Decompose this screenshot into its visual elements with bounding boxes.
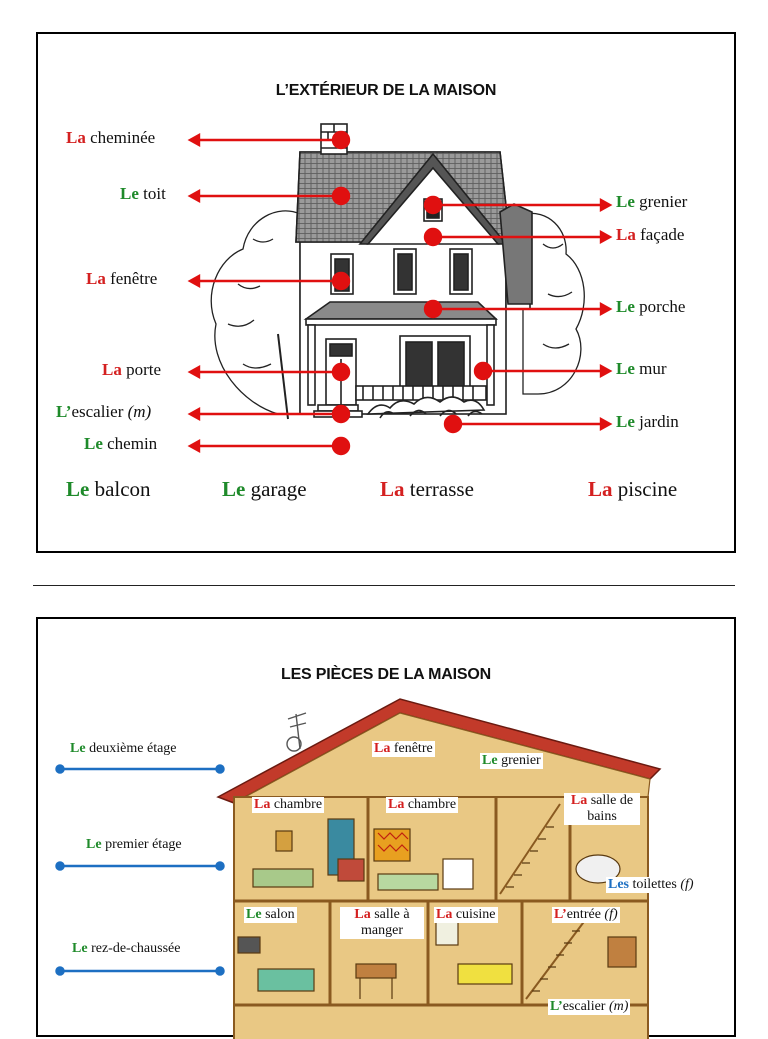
floor-label-deuxieme: Le deuxième étage: [70, 741, 177, 756]
arrow-toit: [187, 186, 351, 206]
floor-line-1: [55, 861, 225, 871]
floor-line-0: [55, 966, 225, 976]
room-label-escalier: L’escalier (m): [548, 999, 631, 1015]
interior-title: LES PIÈCES DE LA MAISON: [281, 666, 491, 683]
arrow-mur: [473, 361, 613, 381]
word-balcon: Le balcon: [66, 477, 151, 501]
floor-line-2: [55, 764, 225, 774]
arrow-grenier: [423, 195, 613, 215]
label-porche: Le porche: [616, 297, 686, 316]
label-grenier: Le grenier: [616, 192, 688, 211]
label-chemin: Le chemin: [84, 434, 158, 453]
label-fenetre: La fenêtre: [86, 269, 158, 288]
antenna: [286, 712, 307, 752]
room-label-entree: L’entrée (f): [552, 907, 620, 923]
room-label-salle-a-manger: La salle à manger: [340, 907, 424, 939]
arrow-jardin: [443, 414, 613, 434]
arrow-facade: [423, 227, 613, 247]
label-facade: La façade: [616, 225, 685, 244]
house-illustration: [187, 123, 613, 456]
label-toit: Le toit: [120, 184, 166, 203]
label-escalier: L’escalier (m): [56, 402, 152, 421]
separator-line: [33, 585, 735, 586]
arrow-cheminee: [187, 130, 351, 150]
word-garage: Le garage: [222, 477, 307, 501]
room-label-fenetre: La fenêtre: [372, 741, 435, 757]
word-piscine: La piscine: [588, 477, 678, 501]
tree-left: [210, 210, 301, 420]
arrow-porche: [423, 299, 613, 319]
room-label-grenier: Le grenier: [480, 753, 543, 769]
arrow-porte: [187, 362, 351, 382]
word-terrasse: La terrasse: [380, 477, 474, 501]
exterior-title: L’EXTÉRIEUR DE LA MAISON: [275, 82, 497, 99]
house-cutaway-illustration: [55, 698, 662, 1039]
room-label-salle-de-bains: La salle de bains: [564, 793, 640, 825]
arrow-fenetre: [187, 271, 351, 291]
label-porte: La porte: [102, 360, 162, 379]
floor-label-premier: Le premier étage: [86, 837, 182, 852]
label-mur: Le mur: [616, 359, 667, 378]
tree-right: [522, 212, 585, 395]
label-cheminee: La cheminée: [66, 128, 156, 147]
exterior-panel: L’EXTÉRIEUR DE LA MAISON: [36, 32, 736, 553]
room-label-toilettes: Les toilettes (f): [606, 877, 696, 893]
arrow-chemin: [187, 436, 351, 456]
arrow-escalier: [187, 404, 351, 424]
floor-label-rez: Le rez-de-chaussée: [72, 941, 181, 956]
room-label-salon: Le salon: [244, 907, 297, 923]
room-label-chambre-1: La chambre: [252, 797, 325, 813]
label-jardin: Le jardin: [616, 412, 679, 431]
room-label-cuisine: La cuisine: [434, 907, 498, 923]
interior-panel: LES PIÈCES DE LA MAISON: [36, 617, 736, 1039]
room-label-chambre-2: La chambre: [386, 797, 459, 813]
